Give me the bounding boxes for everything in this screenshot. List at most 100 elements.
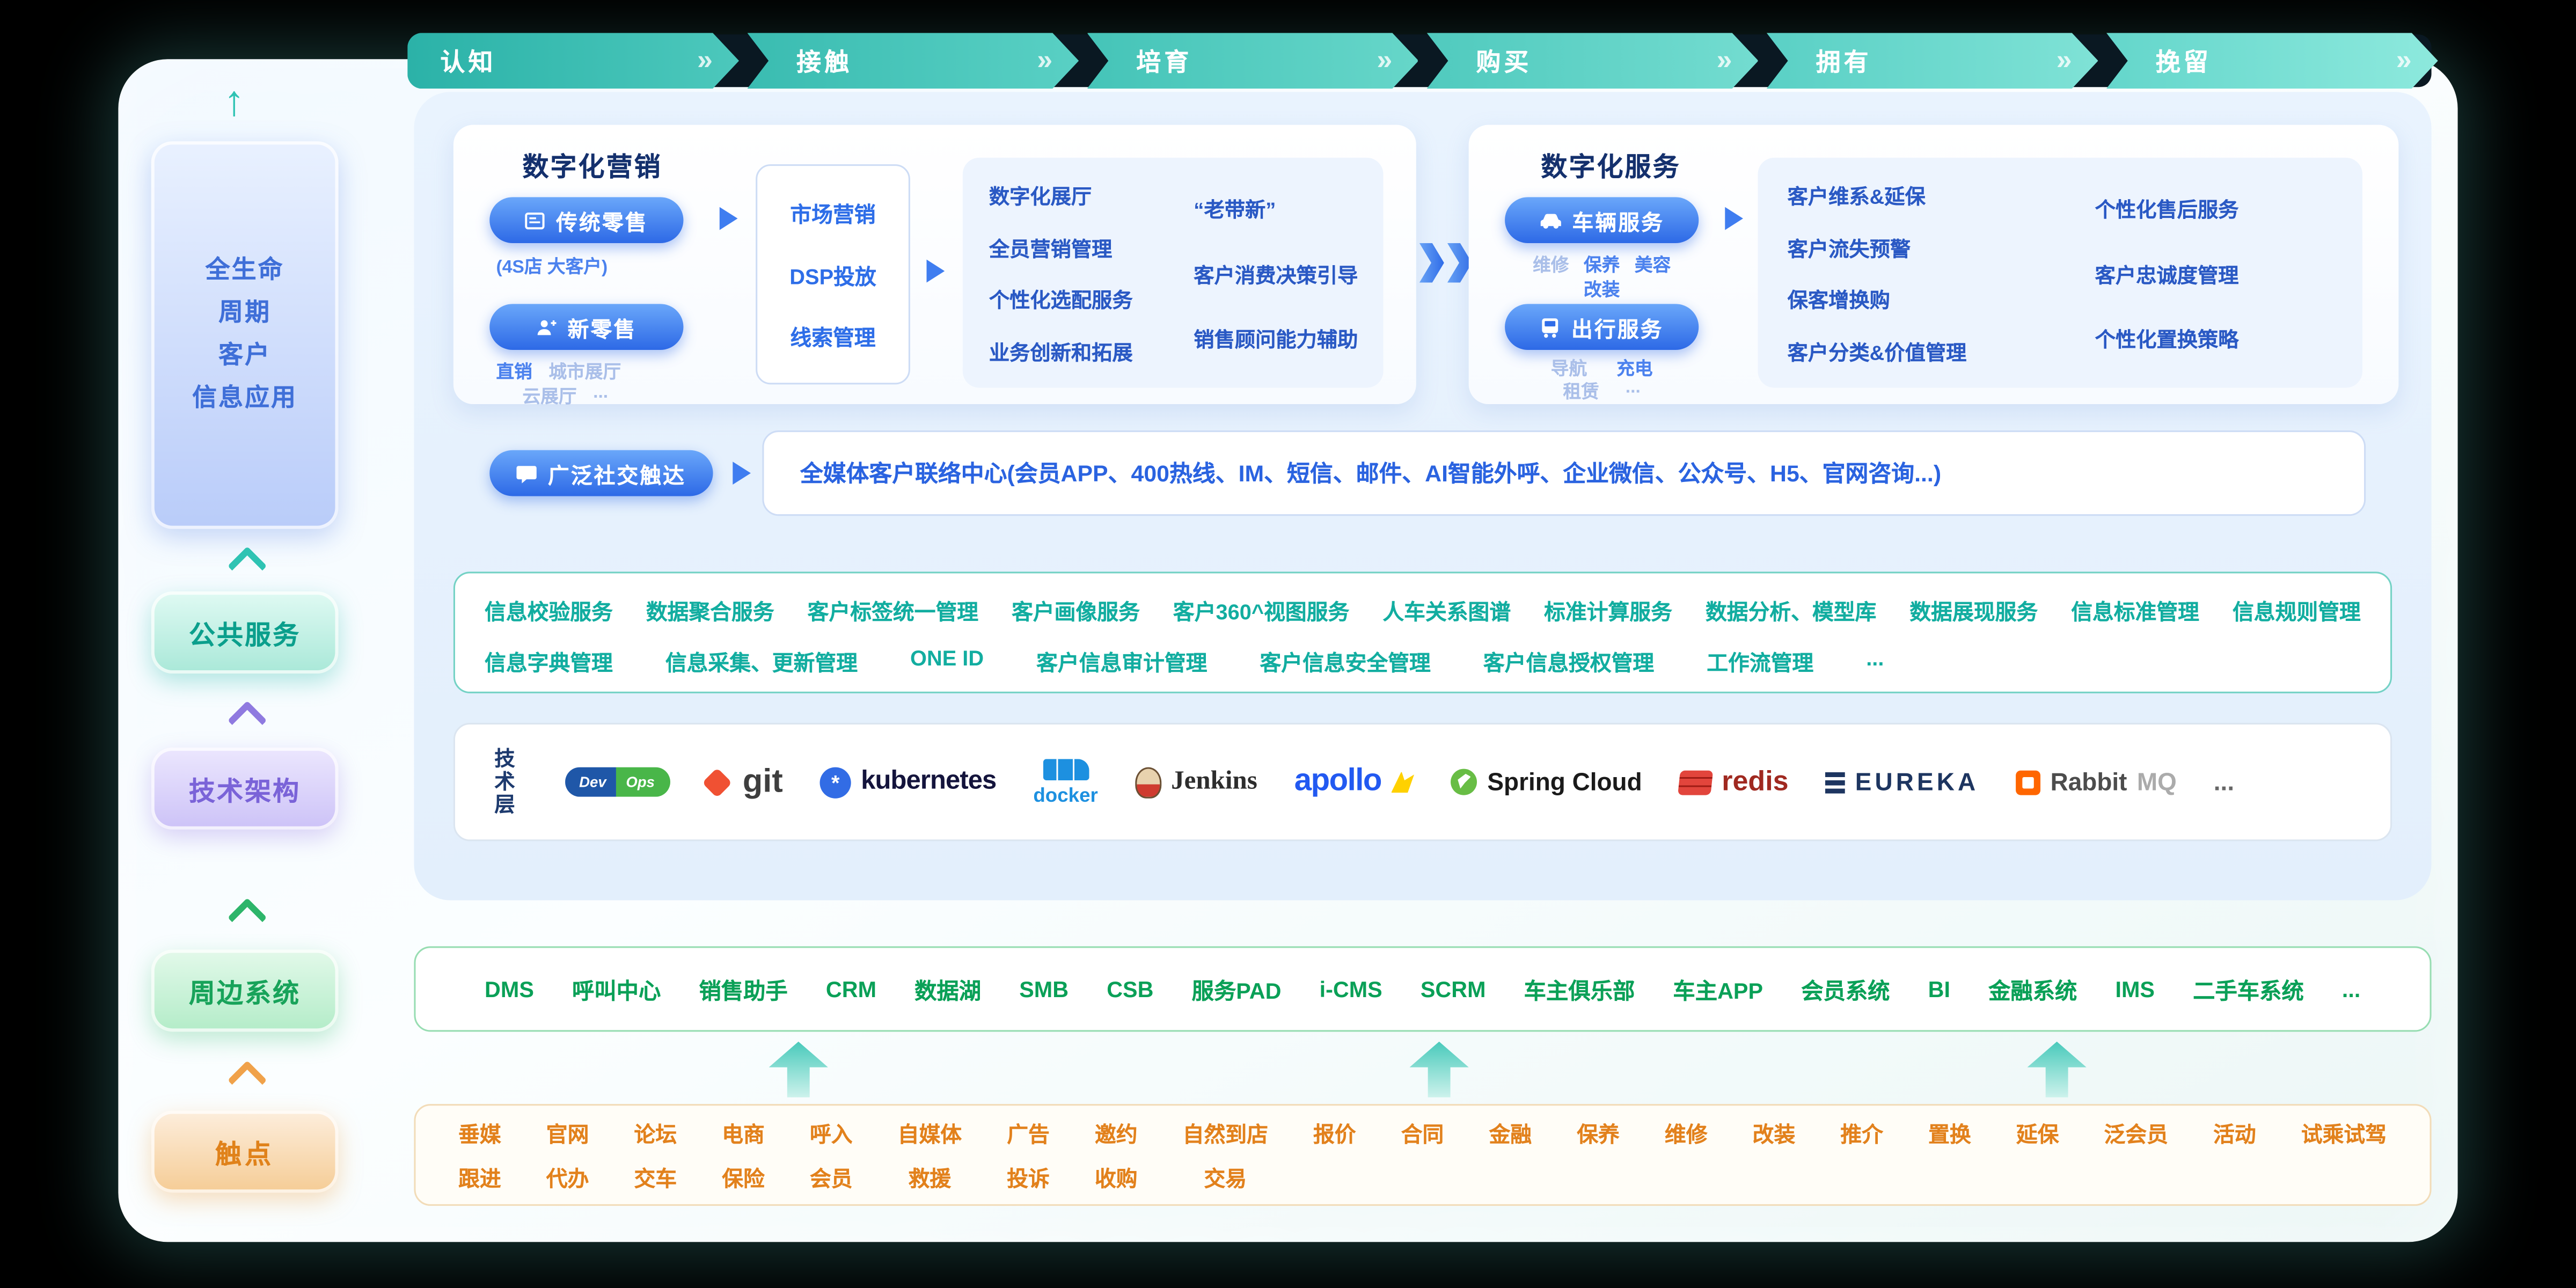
omnichannel-contact-center-box: 全媒体客户联络中心(会员APP、400热线、IM、短信、邮件、AI智能外呼、企业… <box>762 430 2366 516</box>
public-services-row1: 信息校验服务数据聚合服务客户标签统一管理客户画像服务客户360^视图服务人车关系… <box>455 573 2390 626</box>
public-service-item: 数据展现服务 <box>1909 599 2038 625</box>
journey-stage: 购买 » <box>1427 33 1759 89</box>
peripheral-system-item: DMS <box>485 976 534 1001</box>
spring-leaf-icon <box>1451 769 1478 795</box>
capability-item: 业务创新和拓展 <box>989 342 1133 365</box>
tag: 改装 <box>1584 281 1620 301</box>
capability-item: 个性化选配服务 <box>989 289 1133 313</box>
public-service-item: ... <box>1866 646 1884 670</box>
public-service-item: 信息采集、更新管理 <box>665 650 858 676</box>
touchpoint-item: 电商 <box>722 1122 765 1147</box>
journey-stage-label: 拥有 <box>1816 48 1872 77</box>
public-service-item: 客户360^视图服务 <box>1173 599 1350 625</box>
touchpoint-item: 活动 <box>2213 1122 2256 1147</box>
capability-item: 全员营销管理 <box>989 237 1113 261</box>
peripheral-system-item: 车主APP <box>1673 979 1763 1004</box>
lifecycle-label-line: 信息应用 <box>192 384 298 413</box>
capability-item: 保客增换购 <box>1787 289 1890 313</box>
digital-marketing-title: 数字化营销 <box>522 154 662 182</box>
touchpoints-strip: 垂媒官网论坛电商呼入自媒体广告邀约自然到店报价合同金融保养维修改装推介置换延保泛… <box>414 1104 2432 1206</box>
redis-label: redis <box>1722 765 1789 797</box>
public-service-layer-label: 公共服务 <box>188 623 301 651</box>
tag: ... <box>1625 378 1641 398</box>
chevron-right-icon: » <box>2396 44 2409 76</box>
right-arrow-icon <box>733 462 751 485</box>
touchpoint-item: 报价 <box>1313 1122 1356 1147</box>
apollo-logo: apollo <box>1294 764 1415 800</box>
journey-stage: 拥有 » <box>1767 33 2098 89</box>
chevron-right-icon: » <box>1377 44 1389 76</box>
traditional-retail-sub: (4S店 大客户) <box>496 253 608 279</box>
touchpoint-item: 自然到店 <box>1182 1122 1268 1147</box>
vehicle-tags-row1: 维修 保养 美容 <box>1495 251 1709 277</box>
services-capabilities-col1: 客户维系&延保客户流失预警保客增换购客户分类&价值管理 <box>1758 158 2095 388</box>
traditional-retail-label: 传统零售 <box>556 209 648 235</box>
tag: ... <box>593 383 609 402</box>
chevron-right-icon: » <box>1716 44 1729 76</box>
right-arrow-icon <box>926 259 945 283</box>
capability-item: 客户流失预警 <box>1787 237 1911 261</box>
travel-tags-row2: 租赁 ... <box>1495 378 1709 404</box>
vehicle-service-label: 车辆服务 <box>1572 209 1665 235</box>
services-capabilities-box: 客户维系&延保客户流失预警保客增换购客户分类&价值管理 个性化售后服务客户忠诚度… <box>1758 157 2363 388</box>
digital-marketing-panel: 数字化营销 传统零售 (4S店 大客户) 新零售 直销 城市展厅 云展 <box>453 125 1416 407</box>
new-retail-tags-row2: 云展厅 ... <box>522 383 608 409</box>
travel-service-label: 出行服务 <box>1571 316 1664 341</box>
capability-item: 个性化售后服务 <box>2095 198 2239 222</box>
up-chevron-icon <box>227 546 267 586</box>
touchpoint-item: 改装 <box>1752 1122 1796 1147</box>
peripheral-system-item: 会员系统 <box>1801 979 1890 1004</box>
services-capabilities-col2: 个性化售后服务客户忠诚度管理个性化置换策略 <box>2095 158 2362 388</box>
person-plus-icon <box>538 319 557 334</box>
tag: 导航 <box>1550 360 1587 380</box>
tag: 直销 <box>496 363 532 383</box>
touchpoint-item: 垂媒 <box>458 1122 501 1147</box>
peripheral-system-item: 金融系统 <box>1988 979 2077 1004</box>
touchpoint-item: 合同 <box>1401 1122 1444 1147</box>
technology-layer-label: 技术层 <box>494 748 515 817</box>
right-arrow-icon <box>1725 207 1743 230</box>
capability-item: “老带新” <box>1194 198 1276 222</box>
touchpoint-item: 代办 <box>546 1166 589 1191</box>
capability-item: 客户维系&延保 <box>1787 185 1926 209</box>
car-icon <box>1540 213 1561 228</box>
rabbitmq-icon <box>2016 770 2041 795</box>
public-service-item: 客户标签统一管理 <box>807 599 979 625</box>
public-service-item: 客户信息安全管理 <box>1260 650 1431 676</box>
tag: 云展厅 <box>522 387 577 408</box>
touchpoints-layer-label: 触点 <box>215 1141 275 1170</box>
touchpoint-item: 维修 <box>1664 1122 1708 1147</box>
double-right-arrow-icon <box>1419 243 1472 283</box>
peripheral-system-item: CRM <box>825 976 877 1001</box>
journey-stage-label: 挽留 <box>2155 48 2212 77</box>
git-logo: git <box>702 763 783 801</box>
devops-ops-label: Ops <box>616 767 670 797</box>
peripheral-system-item: BI <box>1928 976 1950 1001</box>
capability-item: 客户忠诚度管理 <box>2095 264 2239 287</box>
public-service-item: 客户画像服务 <box>1012 599 1140 625</box>
new-retail-label: 新零售 <box>567 316 637 341</box>
journey-stage-banner: 认知 » 接触 » 培育 » 购买 » 拥有 » 挽留 » <box>407 33 2438 89</box>
rabbitmq-label: Rabbit <box>2050 768 2127 796</box>
omnichannel-contact-center-text: 全媒体客户联络中心(会员APP、400热线、IM、短信、邮件、AI智能外呼、企业… <box>800 460 1942 487</box>
touchpoint-item: 广告 <box>1007 1122 1050 1147</box>
docker-logo: docker <box>1033 758 1098 806</box>
touchpoint-item: 官网 <box>546 1122 589 1147</box>
public-service-item: 信息标准管理 <box>2071 599 2200 625</box>
travel-service-button: 出行服务 <box>1505 304 1699 350</box>
redis-icon <box>1678 770 1714 795</box>
jenkins-icon <box>1135 766 1161 798</box>
journey-stage: 认知 » <box>407 33 739 89</box>
touchpoint-item: 邀约 <box>1094 1122 1138 1147</box>
bus-icon <box>1542 317 1559 337</box>
capability-item: 客户消费决策引导 <box>1194 264 1358 287</box>
lifecycle-layer-box: 全生命周期客户信息应用 <box>151 141 339 529</box>
peripheral-systems-layer-box: 周边系统 <box>151 949 339 1032</box>
journey-stage-label: 接触 <box>796 48 853 77</box>
